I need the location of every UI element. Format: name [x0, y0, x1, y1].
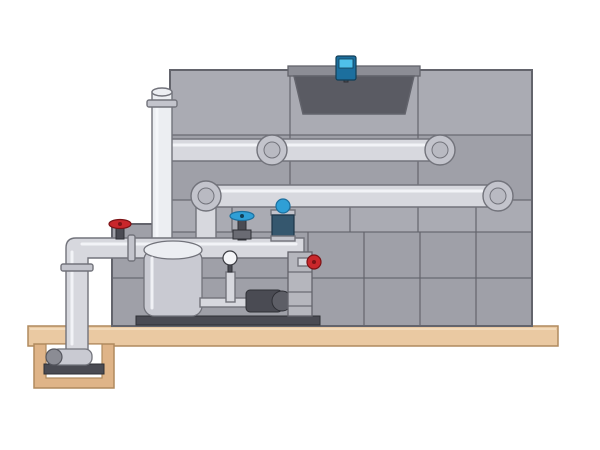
middle-return-pipe [190, 180, 514, 251]
pressure-gauge [222, 250, 238, 273]
drop-leg-flange [60, 263, 94, 272]
separator-tank [143, 240, 203, 317]
sump-pump [43, 348, 105, 375]
sump-pump-motor [45, 348, 63, 366]
upper-distribution-pipe [161, 134, 456, 166]
red-handwheel-valve [108, 218, 132, 240]
skid-riser-pipe [225, 271, 236, 303]
pump-motor [245, 289, 293, 313]
skid-frame-panel [287, 251, 313, 317]
vertical-riser-pipe [146, 87, 178, 243]
pump-skid [135, 240, 322, 326]
skid-red-valve [297, 254, 322, 270]
skid-base [135, 315, 321, 326]
header-flange [127, 234, 136, 262]
header-valves [108, 198, 296, 242]
float-level-sensor-icon [335, 55, 357, 83]
blue-handwheel-valve [229, 210, 255, 241]
concrete-slab [27, 325, 559, 347]
control-valve [270, 198, 296, 242]
